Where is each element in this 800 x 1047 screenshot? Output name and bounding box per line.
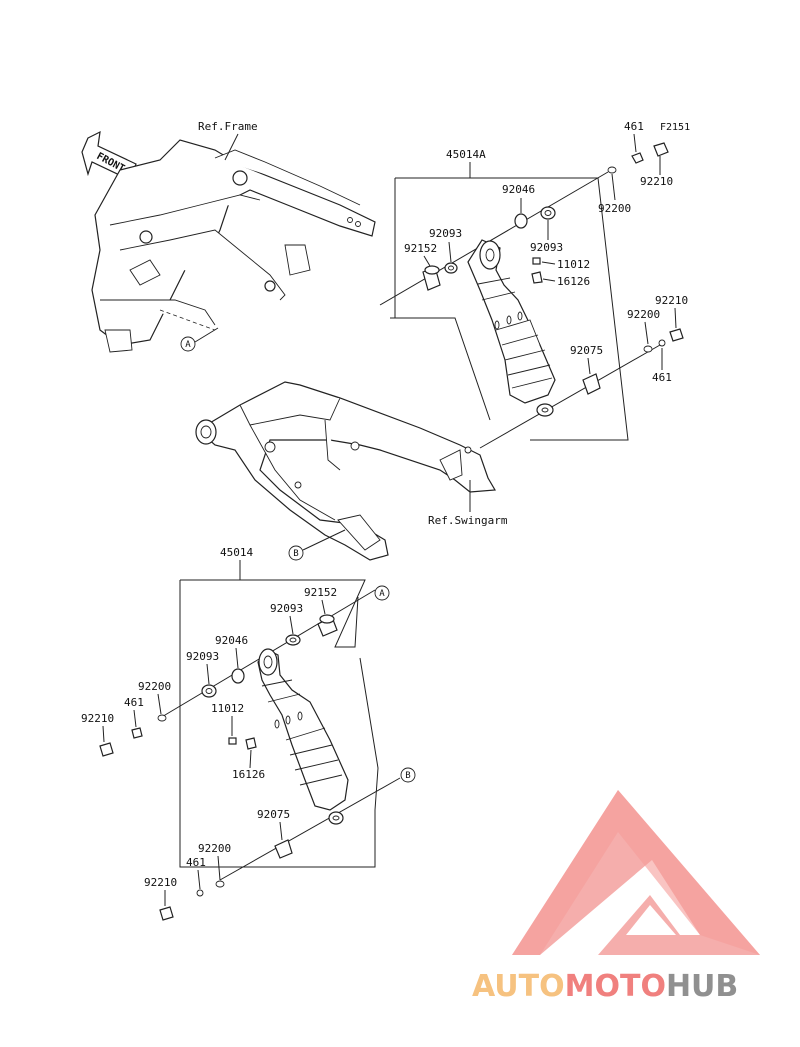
swingarm-illustration	[195, 381, 496, 561]
upper-92152-label: 92152	[404, 242, 437, 255]
logo-text: AUTOMOTOHUB	[472, 969, 738, 1004]
upper-92075-label: 92075	[570, 344, 603, 357]
ref-circle-a-lower: A	[374, 585, 390, 601]
lower-92200a-label: 92200	[138, 680, 171, 693]
ref-circle-b-upper: B	[288, 529, 346, 561]
lower-assembly-label: 45014	[220, 546, 253, 559]
upper-92210-label: 92210	[640, 175, 673, 188]
upper-461b-label: 461	[652, 371, 672, 384]
ref-swingarm-label: Ref.Swingarm	[428, 514, 508, 527]
lower-92152-label: 92152	[304, 586, 337, 599]
upper-92093a-label: 92093	[429, 227, 462, 240]
svg-text:A: A	[379, 589, 385, 599]
frame-illustration	[91, 139, 376, 353]
ref-frame-label: Ref.Frame	[198, 120, 258, 133]
lower-92046-label: 92046	[215, 634, 248, 647]
upper-11012-label: 11012	[557, 258, 590, 271]
lower-assembly-group: 45014	[81, 546, 401, 921]
automotohub-logo: AUTOMOTOHUB	[472, 790, 760, 1004]
upper-assembly-label: 45014A	[446, 148, 486, 161]
lower-16126-label: 16126	[232, 768, 265, 781]
lower-461b-label: 461	[186, 856, 206, 869]
lower-92075-label: 92075	[257, 808, 290, 821]
lower-92200b-label: 92200	[198, 842, 231, 855]
lower-92093a-label: 92093	[270, 602, 303, 615]
lower-92093b-label: 92093	[186, 650, 219, 663]
lower-92210a-label: 92210	[81, 712, 114, 725]
diagram-id: F2151	[660, 122, 690, 133]
ref-circle-a-upper: A	[180, 327, 219, 352]
upper-assembly-group: 45014A	[379, 120, 688, 449]
upper-92200-label: 92200	[598, 202, 631, 215]
lower-11012-label: 11012	[211, 702, 244, 715]
upper-92046-label: 92046	[502, 183, 535, 196]
upper-461-label: 461	[624, 120, 644, 133]
upper-16126-label: 16126	[557, 275, 590, 288]
svg-text:A: A	[185, 340, 191, 350]
svg-text:B: B	[405, 771, 410, 781]
upper-92093b-label: 92093	[530, 241, 563, 254]
lower-461a-label: 461	[124, 696, 144, 709]
ref-circle-b-lower: B	[400, 767, 416, 783]
lower-92210b-label: 92210	[144, 876, 177, 889]
upper-92210b-label: 92210	[655, 294, 688, 307]
upper-92200b-label: 92200	[627, 308, 660, 321]
svg-text:B: B	[293, 549, 298, 559]
